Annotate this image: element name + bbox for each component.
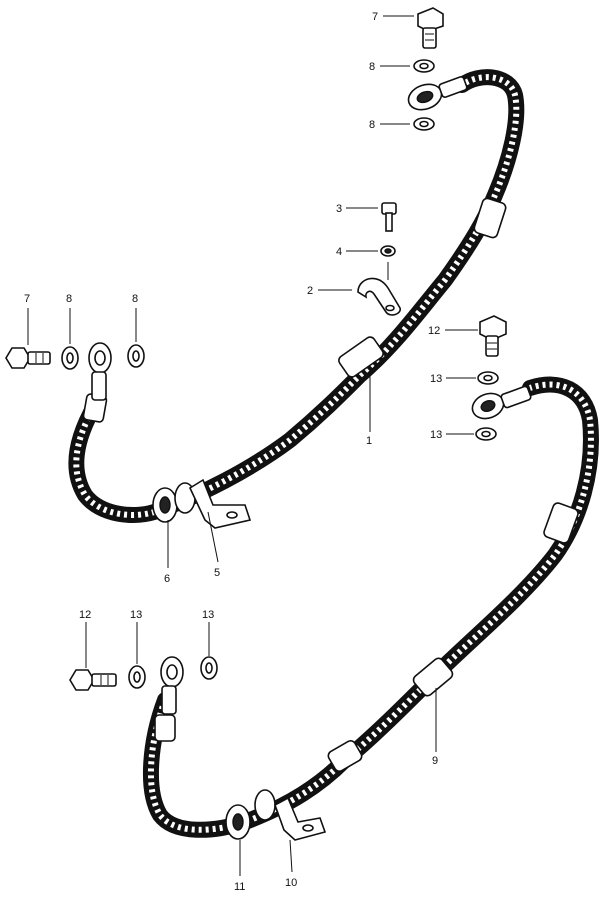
callout-4: 4 [336,246,342,258]
leader-lines [27,15,478,876]
sealing-washer-13-left-a [128,665,146,689]
callout-8-left-b: 8 [132,293,138,305]
sealing-washer-8-top-b [413,117,435,131]
callout-13-right-b: 13 [430,429,442,441]
banjo-bolt-7-left [5,347,51,369]
callout-2: 2 [307,285,313,297]
sealing-washer-8-left-a [61,346,79,370]
callout-13-right-a: 13 [430,373,442,385]
upper-hose-1 [68,69,525,523]
callout-3: 3 [336,203,342,215]
banjo-bolt-7-top [417,7,444,49]
bracket-10 [254,789,327,841]
sealing-washer-13-left-b [200,656,218,680]
callout-8-top-a: 8 [369,61,375,73]
callout-labels: 7 8 8 3 4 2 1 7 8 8 6 5 12 13 13 9 12 13… [24,11,442,893]
callout-8-left-a: 8 [66,293,72,305]
callout-7-left: 7 [24,293,30,305]
callout-13-left-a: 13 [130,609,142,621]
callout-7-top: 7 [372,11,378,23]
sealing-washer-13-right-a [477,371,499,385]
sealing-washer-8-left-b [127,344,145,368]
bolt-3 [381,202,397,232]
washer-4 [380,245,396,257]
callout-8-top-b: 8 [369,119,375,131]
callout-12-left: 12 [79,609,91,621]
callout-11: 11 [234,881,245,893]
bracket-5 [188,478,252,529]
sealing-washer-13-right-b [475,427,497,441]
lower-hose-9 [142,376,599,838]
callout-6: 6 [164,573,170,585]
clip-11 [225,804,251,840]
callout-10: 10 [285,877,297,889]
callout-5: 5 [214,567,220,579]
sealing-washer-8-top-a [413,59,435,73]
callout-13-left-b: 13 [202,609,214,621]
callout-9: 9 [432,755,438,767]
clamp-2 [357,277,401,316]
callout-1: 1 [366,435,372,447]
banjo-bolt-12-left [69,669,117,691]
callout-12-right: 12 [428,325,440,337]
banjo-bolt-12-right [479,315,507,357]
clip-6 [152,482,196,523]
